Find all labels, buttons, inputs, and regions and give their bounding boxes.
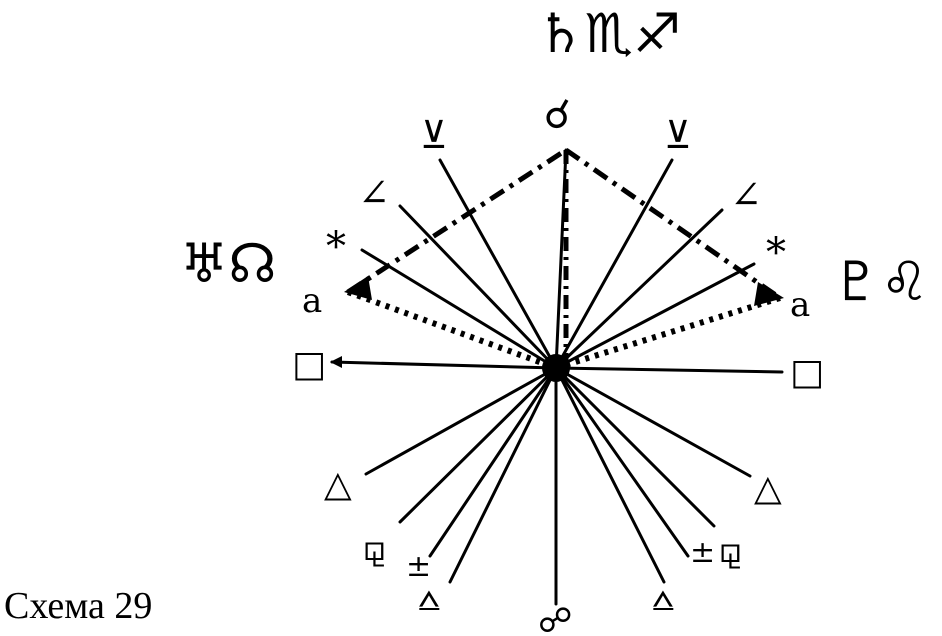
sesquiquadrate-symbol-right: ⚼ bbox=[718, 530, 743, 571]
ray-square-right bbox=[554, 366, 784, 374]
trine-symbol-right: △ bbox=[754, 468, 782, 509]
ray-sesquiquadrate-right bbox=[554, 366, 716, 528]
ray-semisextile-right bbox=[554, 158, 674, 370]
ray-biquintile-left bbox=[448, 366, 558, 584]
ray-semisextile-left bbox=[438, 158, 558, 370]
biquintile-symbol-right: ⩟ bbox=[652, 578, 674, 619]
semisquare-symbol-left: ∠ bbox=[358, 171, 390, 215]
square-left-arrowhead bbox=[330, 356, 342, 368]
ray-quincunx-right bbox=[554, 366, 690, 558]
sextile-symbol-right: * bbox=[766, 230, 786, 276]
ray-sextile-left bbox=[360, 248, 558, 370]
semisextile-symbol-left: ⊻ bbox=[420, 113, 448, 157]
left-planet-label: ♅☊ bbox=[180, 232, 276, 295]
square-symbol-left: □ bbox=[292, 344, 326, 385]
ray-semisquare-left bbox=[398, 204, 558, 370]
config-line-right bbox=[564, 147, 782, 301]
center-point bbox=[542, 354, 570, 382]
sextile-symbol-left: * bbox=[326, 224, 346, 270]
diagram-caption: Схема 29 bbox=[4, 585, 153, 627]
aspect-rays bbox=[330, 148, 784, 606]
semisextile-symbol-right: ⊻ bbox=[664, 113, 692, 157]
trine-symbol-left: △ bbox=[324, 464, 352, 505]
sesquiquadrate-symbol-left: ⚼ bbox=[362, 528, 387, 569]
right-planet-label: ♇♌ bbox=[832, 250, 929, 313]
ray-sesquiquadrate-left bbox=[398, 366, 558, 524]
right-arrowhead bbox=[754, 282, 784, 306]
ray-sextile-right bbox=[554, 262, 756, 370]
ray-trine-right bbox=[554, 366, 752, 478]
conjunction-symbol: ☌ bbox=[544, 92, 571, 138]
quincunx-symbol-left: ± bbox=[406, 549, 431, 584]
left-arrowhead bbox=[344, 276, 372, 300]
opposition-symbol: ☍ bbox=[538, 601, 572, 636]
ray-square-left bbox=[330, 360, 558, 370]
biquintile-symbol-left: ⩟ bbox=[418, 578, 440, 619]
semisquare-symbol-right: ∠ bbox=[730, 173, 762, 217]
ray-semisquare-right bbox=[554, 208, 724, 370]
ray-trine-left bbox=[364, 366, 558, 476]
quincunx-symbol-right: ± bbox=[690, 535, 715, 570]
config-line-bottom-left bbox=[346, 289, 558, 371]
ray-biquintile-right bbox=[554, 366, 666, 584]
ray-quincunx-left bbox=[428, 366, 558, 558]
top-planet-label: ♄♏♐ bbox=[536, 2, 681, 65]
right-endpoint-mark: a bbox=[790, 285, 810, 325]
config-line-left bbox=[346, 147, 568, 295]
configuration-lines bbox=[346, 147, 782, 371]
square-symbol-right: □ bbox=[790, 352, 824, 393]
left-endpoint-mark: a bbox=[302, 281, 322, 321]
